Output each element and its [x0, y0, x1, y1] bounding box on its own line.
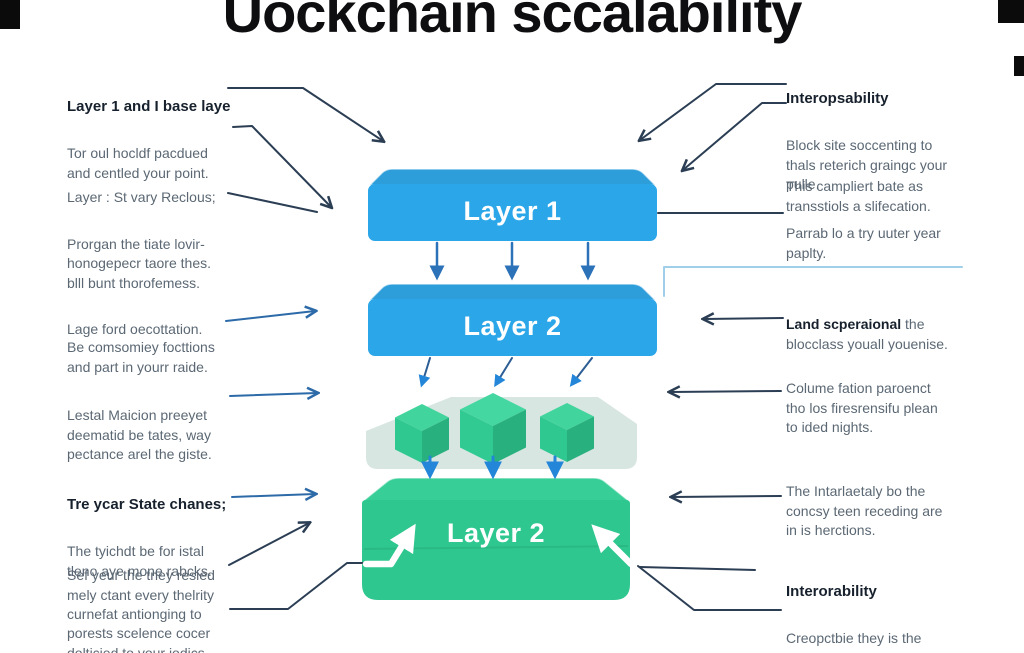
annotation-body: Be comsomiey focttions and part in yourr…	[67, 339, 215, 375]
annotation-volume: Colume fation paroenct tho los firesrens…	[786, 360, 976, 465]
annotation-side-chains: Sef yeur the tney resied mely ctant ever…	[67, 547, 262, 653]
annotation-body: Colume fation paroenct tho los firesrens…	[786, 380, 938, 435]
annotation-heading: Interopsability	[786, 90, 889, 108]
annotation-interorability: Interorability Creopctbie they is the or…	[786, 563, 981, 653]
block-cube	[540, 403, 594, 462]
annotation-interoperability: Interopsability Block site soccenting to…	[786, 70, 976, 222]
base-layer-box	[361, 477, 631, 600]
annotation-receding: The Intarlaetaly bo the concsy teen rece…	[786, 463, 976, 568]
annotation-bold: Land scperaional	[786, 316, 902, 333]
annotation-body: Sef yeur the tney resied mely ctant ever…	[67, 567, 215, 653]
annotation-rest: the blocclass youall youenise.	[786, 316, 948, 352]
annotation-body: Parrab lo a try uuter year paplty.	[786, 225, 941, 261]
page-title: Uockchain sccalability	[222, 0, 803, 44]
annotation-heading: Layer 1 and I base laye	[67, 98, 231, 116]
annotation-body: Lage ford oecottation.	[67, 321, 203, 338]
annotation-heading: Interorability	[786, 583, 877, 601]
annotation-validation: Lestal Maicion preeyet deematid be tates…	[67, 387, 257, 492]
layer1-box	[368, 168, 657, 241]
annotation-throughput: Parrab lo a try uuter year paplty.	[786, 205, 976, 290]
annotation-layer-sharding: Layer : St vary Reclous; Prorgan the tia…	[67, 169, 257, 367]
annotation-body: The tyichdt be for istal tleno aye mone …	[67, 543, 212, 579]
annotation-body: This campliert bate as transstiols a sli…	[786, 178, 931, 214]
base-box-arrows	[362, 523, 635, 568]
annotation-state-channels: Tre ycar State chanes; The tyichdt be fo…	[67, 476, 257, 608]
annotation-body: Tor oul hocldf pacdued and centled your …	[67, 145, 209, 181]
connector-lines	[225, 83, 963, 611]
annotation-body: Prorgan the tiate lovir- honogepecr taor…	[67, 235, 211, 291]
annotation-operational: Land scperaional the blocclass youall yo…	[786, 296, 981, 381]
annotation-body: Creopctbie they is the orarylpter the mt…	[786, 630, 934, 653]
annotation-community: Be comsomiey focttions and part in yourr…	[67, 319, 257, 404]
annotation-body: Block site soccenting to thals reterich …	[786, 137, 948, 192]
flow-arrows	[418, 241, 596, 480]
corner-mark	[0, 0, 1024, 76]
block-cube	[395, 404, 449, 463]
annotation-heading: Tre ycar State chanes;	[67, 496, 227, 514]
layer2-box	[368, 283, 657, 356]
annotation-body: Lestal Maicion preeyet deematid be tates…	[67, 407, 212, 462]
annotation-transactions: This campliert bate as transstiols a sli…	[786, 158, 976, 243]
annotation-body: Layer : St vary Reclous;	[67, 189, 216, 206]
block-cube	[460, 393, 526, 464]
annotation-layer1-base: Layer 1 and I base laye Tor oul hocldf p…	[67, 78, 252, 210]
base-layer-label: Layer 2	[446, 518, 546, 548]
layer2-label: Layer 2	[463, 311, 562, 341]
layer1-label: Layer 1	[463, 196, 562, 226]
annotation-body: Land scperaional the blocclass youall yo…	[786, 315, 981, 354]
annotation-body: The Intarlaetaly bo the concsy teen rece…	[786, 483, 943, 538]
